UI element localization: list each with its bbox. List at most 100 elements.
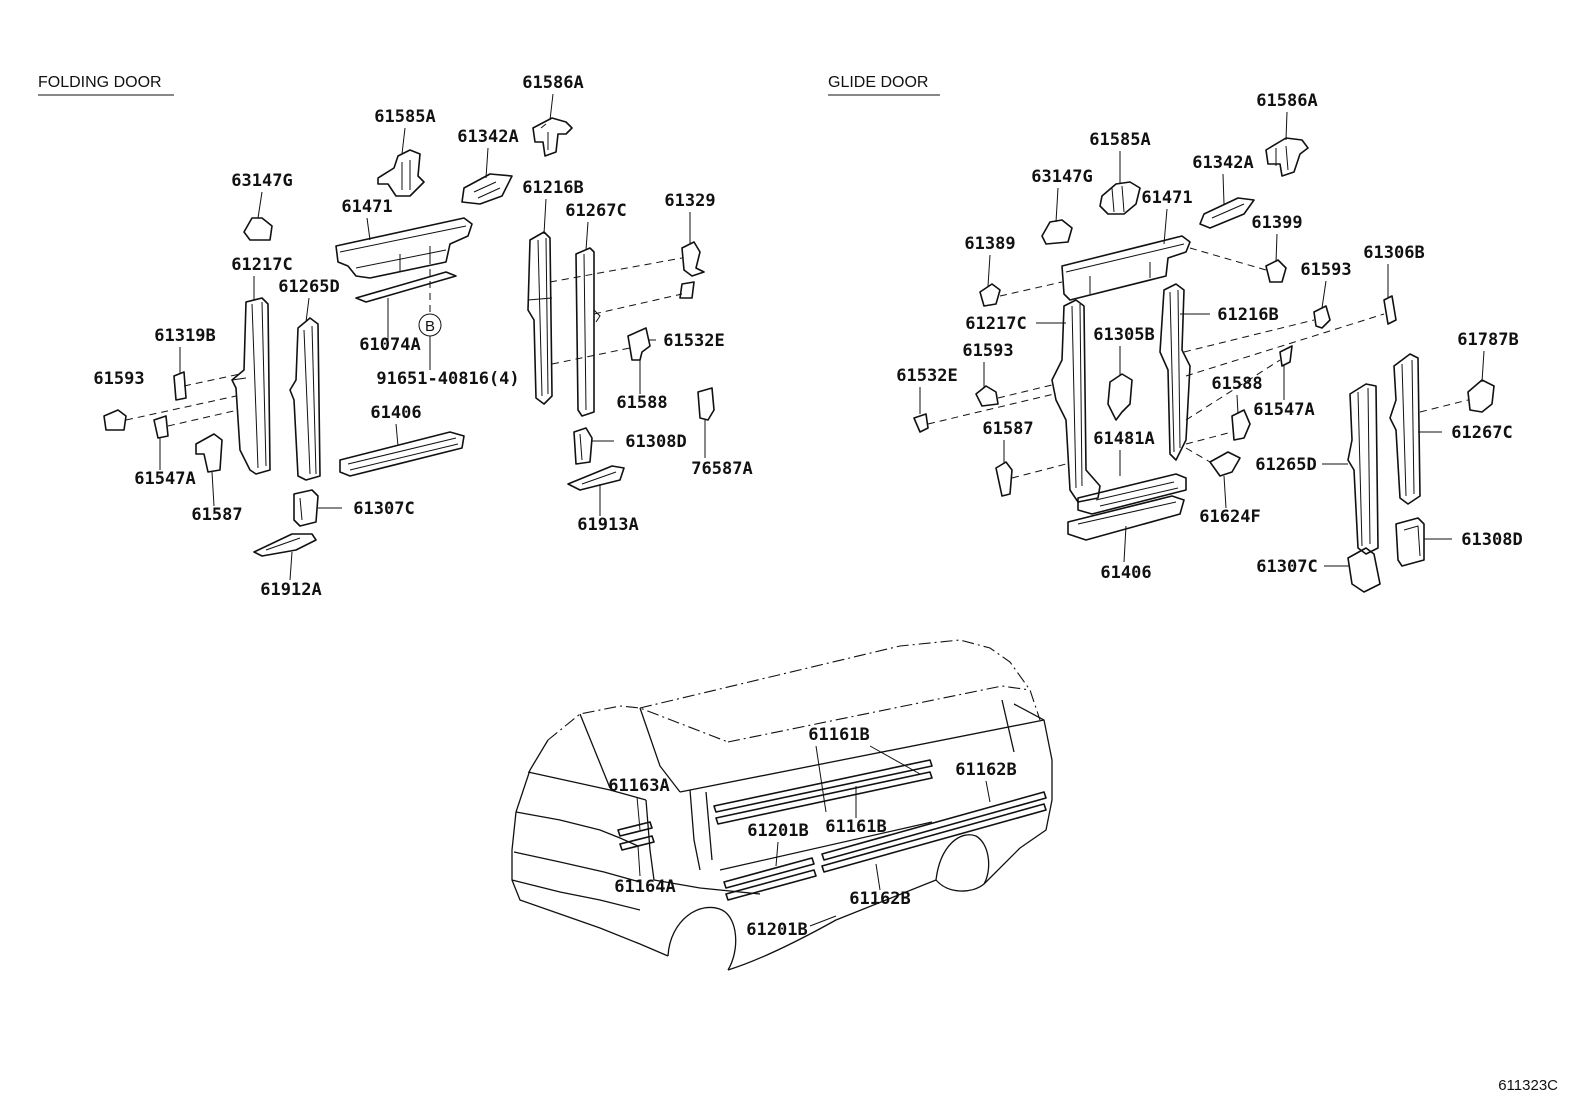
part-label-g-61267c: 61267C <box>1451 423 1512 443</box>
part-label-g-61532e: 61532E <box>896 366 957 386</box>
part-label-g-61588: 61588 <box>1211 374 1262 394</box>
part-label-f-61307c: 61307C <box>353 499 414 519</box>
part-61532e <box>679 281 695 299</box>
part-label-g-61307c: 61307C <box>1256 557 1317 577</box>
part-61308d <box>573 427 593 465</box>
part-g-61593a <box>1313 305 1331 329</box>
part-label-v-61161b-low: 61161B <box>825 817 886 837</box>
part-label-f-91651: 91651-40816(4) <box>376 369 519 389</box>
reference-code: 611323C <box>1498 1077 1558 1094</box>
part-g-61406 <box>1067 495 1185 541</box>
part-61585a <box>377 149 425 197</box>
part-label-f-61216b: 61216B <box>522 178 583 198</box>
part-label-v-61201b-top: 61201B <box>747 821 808 841</box>
part-61406 <box>339 431 465 477</box>
part-g-61585a <box>1099 181 1141 215</box>
part-label-f-61912a: 61912A <box>260 580 321 600</box>
part-label-v-61164a: 61164A <box>614 877 675 897</box>
part-label-f-61588: 61588 <box>616 393 667 413</box>
part-label-g-61389: 61389 <box>964 234 1015 254</box>
folding-door-leaders <box>125 93 706 581</box>
part-label-g-61305b: 61305B <box>1093 325 1154 345</box>
part-g-61593b <box>975 385 999 407</box>
part-g-61624f <box>1209 451 1241 477</box>
part-label-g-61471: 61471 <box>1141 188 1192 208</box>
part-label-f-61471: 61471 <box>341 197 392 217</box>
part-g-61471-frame <box>1061 235 1191 301</box>
part-label-g-61787b: 61787B <box>1457 330 1518 350</box>
part-label-v-61161b-top: 61161B <box>808 725 869 745</box>
glide-door-header: GLIDE DOOR <box>828 74 928 91</box>
part-g-61305b <box>1107 373 1133 421</box>
part-label-g-61342a: 61342A <box>1192 153 1253 173</box>
part-label-f-61913a: 61913A <box>577 515 638 535</box>
part-61329 <box>681 241 705 277</box>
part-61586a <box>532 117 573 157</box>
part-61587 <box>195 433 223 473</box>
part-label-v-61162b-top: 61162B <box>955 760 1016 780</box>
part-label-g-61399: 61399 <box>1251 213 1302 233</box>
part-label-f-61267c: 61267C <box>565 201 626 221</box>
part-g-61532e <box>913 413 929 433</box>
part-g-61481a <box>1077 473 1187 515</box>
part-g-61216b <box>1159 283 1191 461</box>
part-label-g-61481a: 61481A <box>1093 429 1154 449</box>
part-61588 <box>627 327 651 361</box>
part-61265d <box>289 317 321 481</box>
part-label-f-76587a: 76587A <box>691 459 752 479</box>
part-g-61586a <box>1265 137 1309 177</box>
part-label-g-61593b: 61593 <box>962 341 1013 361</box>
part-label-f-61593: 61593 <box>93 369 144 389</box>
part-g-61389 <box>979 283 1001 307</box>
part-label-g-61585a: 61585A <box>1089 130 1150 150</box>
part-g-61267c <box>1389 353 1421 505</box>
part-g-63147g <box>1041 219 1073 245</box>
part-61912a <box>253 533 317 557</box>
part-label-g-61265d: 61265D <box>1255 455 1316 475</box>
part-label-g-61308d: 61308D <box>1461 530 1522 550</box>
part-label-g-61306b: 61306B <box>1363 243 1424 263</box>
part-label-f-61265d: 61265D <box>278 277 339 297</box>
vehicle-body <box>511 639 1053 971</box>
part-label-f-61342a: 61342A <box>457 127 518 147</box>
part-61267c <box>575 247 595 417</box>
part-label-f-61074a: 61074A <box>359 335 420 355</box>
part-label-g-61587: 61587 <box>982 419 1033 439</box>
part-61593 <box>103 409 127 431</box>
part-g-61308d <box>1395 517 1425 567</box>
part-label-f-61586a: 61586A <box>522 73 583 93</box>
part-g-61588 <box>1231 409 1251 441</box>
part-61913a <box>567 465 625 491</box>
part-61547a <box>153 415 169 439</box>
part-label-g-61406: 61406 <box>1100 563 1151 583</box>
part-label-v-61201b-low: 61201B <box>746 920 807 940</box>
part-61216b <box>527 231 553 405</box>
part-label-f-61587: 61587 <box>191 505 242 525</box>
part-label-f-61329: 61329 <box>664 191 715 211</box>
part-label-g-61547a: 61547A <box>1253 400 1314 420</box>
glide-door-parts <box>913 137 1495 593</box>
part-label-f-61532e: 61532E <box>663 331 724 351</box>
part-g-61342a <box>1199 197 1255 229</box>
part-label-f-61319b: 61319B <box>154 326 215 346</box>
part-label-g-63147g: 63147G <box>1031 167 1092 187</box>
part-label-f-63147g: 63147G <box>231 171 292 191</box>
part-76587a <box>697 387 715 421</box>
part-g-61587 <box>995 461 1013 497</box>
part-63147g <box>243 217 273 241</box>
part-labels: 61586A 61585A 61342A 63147G 61471 61216B 61267… <box>93 73 1522 940</box>
part-g-61547a <box>1279 345 1293 367</box>
part-label-g-61217c: 61217C <box>965 314 1026 334</box>
part-label-f-61585a: 61585A <box>374 107 435 127</box>
part-label-f-61547a: 61547A <box>134 469 195 489</box>
folding-door-header: FOLDING DOOR <box>38 74 162 91</box>
folding-door-parts: B <box>103 117 715 557</box>
part-label-g-61586a: 61586A <box>1256 91 1317 111</box>
part-label-f-61308d: 61308D <box>625 432 686 452</box>
part-g-61307c <box>1347 547 1381 593</box>
part-61217c <box>231 297 271 475</box>
part-label-f-61406: 61406 <box>370 403 421 423</box>
part-label-g-61216b: 61216B <box>1217 305 1278 325</box>
part-g-61306b <box>1383 295 1397 325</box>
